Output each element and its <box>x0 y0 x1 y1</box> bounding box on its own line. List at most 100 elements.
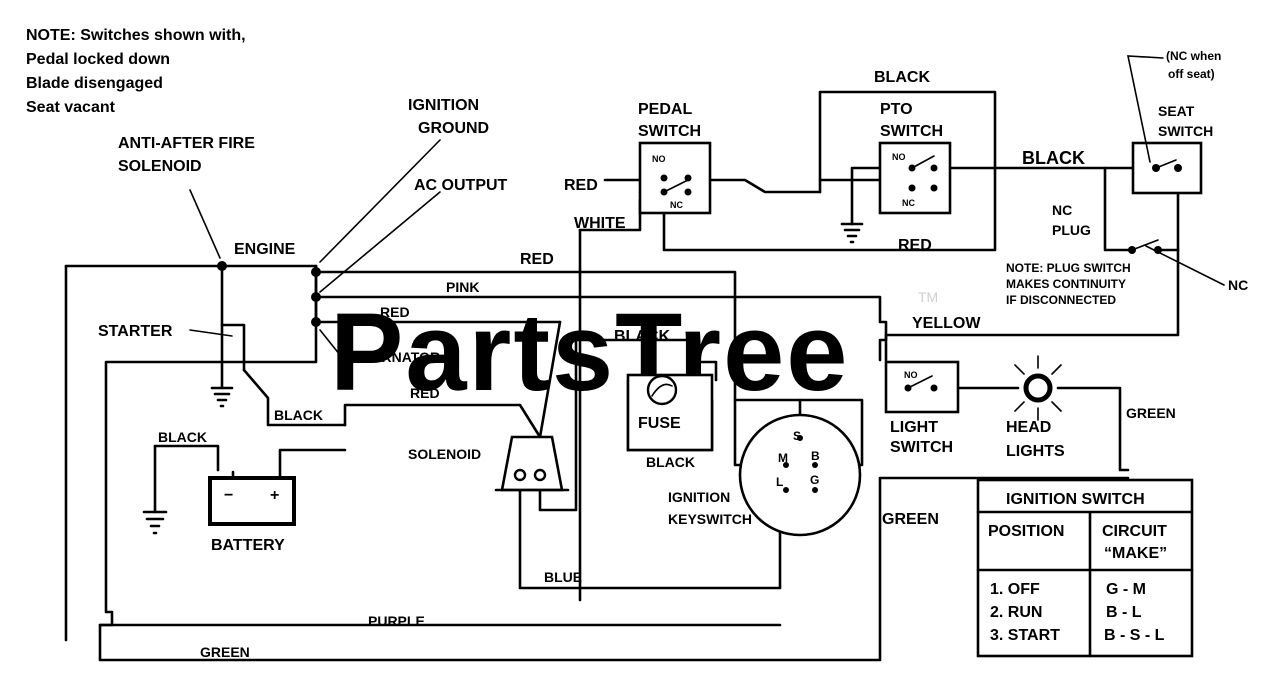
light-switch-contact <box>930 384 938 392</box>
seat-switch <box>1127 55 1203 195</box>
starter-wire <box>220 323 246 372</box>
plug-note-line-1: NOTE: PLUG SWITCH <box>1006 261 1131 275</box>
wires <box>64 90 1180 662</box>
seat-note-line-2: off seat) <box>1168 67 1215 81</box>
ground-icon <box>142 510 168 535</box>
solenoid-label: SOLENOID <box>408 446 481 462</box>
wire-label-green: GREEN <box>200 644 250 660</box>
terminal-g: G <box>810 473 819 487</box>
plug-note-line-2: MAKES CONTINUITY <box>1006 277 1126 291</box>
note-block: NOTE: Switches shown with, Pedal locked … <box>26 27 246 116</box>
wire-labels: RED PINK RED BLACK RED BLACK BLACK BLACK… <box>158 69 1176 660</box>
battery-label: BATTERY <box>211 537 285 554</box>
nc-plug-contact <box>1154 246 1162 254</box>
seat-note-leader <box>1127 55 1164 163</box>
starter-label: STARTER <box>98 323 173 340</box>
battery-minus: − <box>224 487 233 504</box>
note-line-4: Seat vacant <box>26 99 116 116</box>
solenoid-terminal <box>513 468 527 482</box>
light-switch-box <box>884 360 960 414</box>
pink-wire <box>314 295 888 362</box>
pedal-switch: NO NC <box>638 141 712 215</box>
anti-after-fire-leader <box>189 189 221 259</box>
keyswitch-terminal <box>797 435 803 441</box>
red-solenoid-wire <box>343 403 542 439</box>
note-line-3: Blade disengaged <box>26 75 163 92</box>
wire-label-blue: BLUE <box>544 569 582 585</box>
fuse-icon <box>646 374 678 406</box>
fuse-label: FUSE <box>638 415 681 432</box>
leader-lines <box>189 139 441 356</box>
alternator-leader <box>319 329 341 356</box>
pedal-switch-label-1: PEDAL <box>638 101 692 118</box>
ground-symbols <box>142 222 864 535</box>
keyswitch-terminal <box>812 487 818 493</box>
pedal-switch-contact <box>660 174 668 182</box>
table-header-circuit: CIRCUIT <box>1102 523 1167 540</box>
keyswitch-body-icon <box>738 413 862 537</box>
light-switch-label-2: SWITCH <box>890 439 953 456</box>
pto-ground-wire <box>850 166 882 226</box>
wire-label-red: RED <box>410 385 440 401</box>
ignition-keyswitch-label-2: KEYSWITCH <box>668 511 752 527</box>
seat-switch-label-1: SEAT <box>1158 103 1195 119</box>
terminal-s: S <box>793 429 801 443</box>
terminal-l: L <box>776 475 783 489</box>
alternator-terminal <box>311 267 321 277</box>
seat-switch-box <box>1131 141 1203 195</box>
fuse-element <box>651 383 673 397</box>
ground-icon <box>840 222 864 244</box>
alternator-terminal <box>311 317 321 327</box>
watermark-tm: TM <box>918 289 938 305</box>
table-row-circuit: B - S - L <box>1104 627 1165 644</box>
pto-switch-contact <box>908 184 916 192</box>
table-row-position: 1. OFF <box>990 581 1040 598</box>
ignition-ground-label-2: GROUND <box>418 120 489 137</box>
light-switch-label-1: LIGHT <box>890 419 938 436</box>
wire-label-red: RED <box>380 304 410 320</box>
note-line-2: Pedal locked down <box>26 51 170 68</box>
pto-switch: NO NC <box>878 141 952 215</box>
starter-leader <box>189 329 233 337</box>
ignition-ground-leader <box>319 139 441 263</box>
battery: − + <box>208 476 296 526</box>
solenoid-red-top <box>538 320 562 439</box>
anti-after-fire-label-1: ANTI-AFTER FIRE <box>118 135 255 152</box>
wire-label-black: BLACK <box>1022 148 1085 168</box>
head-green-wire <box>1056 386 1130 472</box>
head-lights-lamp-icon <box>1005 355 1071 421</box>
pedal-switch-nc: NC <box>670 200 683 210</box>
table-frame <box>976 478 1194 658</box>
pedal-switch-label-2: SWITCH <box>638 123 701 140</box>
nc-plug-label-1: NC <box>1052 202 1072 218</box>
wire-label-white: WHITE <box>574 215 626 232</box>
nc-label: NC <box>1228 277 1248 293</box>
table-row-position: 2. RUN <box>990 604 1042 621</box>
pedal-switch-contact <box>684 174 692 182</box>
blue-wire <box>518 486 782 590</box>
keyswitch-terminal <box>783 487 789 493</box>
wire-label-black: BLACK <box>646 454 695 470</box>
wire-label-red: RED <box>564 177 598 194</box>
ignition-keyswitch-label-1: IGNITION <box>668 489 730 505</box>
anti-after-fire-label-2: SOLENOID <box>118 158 202 175</box>
table-title: IGNITION SWITCH <box>1006 491 1145 508</box>
wire-label-red: RED <box>898 237 932 254</box>
table-row-circuit: B - L <box>1106 604 1142 621</box>
light-switch: NO <box>884 360 960 414</box>
wire-label-pink: PINK <box>446 279 479 295</box>
table-grid <box>976 510 1194 658</box>
black-solenoid-wire <box>538 338 718 512</box>
pto-switch-no: NO <box>892 152 906 162</box>
ac-output-label: AC OUTPUT <box>414 177 508 194</box>
wire-label-black: BLACK <box>614 328 670 345</box>
alternator-label: ALTERNATOR <box>346 349 440 365</box>
pto-switch-blade <box>911 155 935 169</box>
ignition-keyswitch <box>738 413 862 537</box>
pto-switch-label-1: PTO <box>880 101 913 118</box>
terminal-m: M <box>778 451 788 465</box>
nc-plug-label-2: PLUG <box>1052 222 1091 238</box>
wire-label-black: BLACK <box>874 69 930 86</box>
watermark-text: PartsTree <box>330 291 849 414</box>
